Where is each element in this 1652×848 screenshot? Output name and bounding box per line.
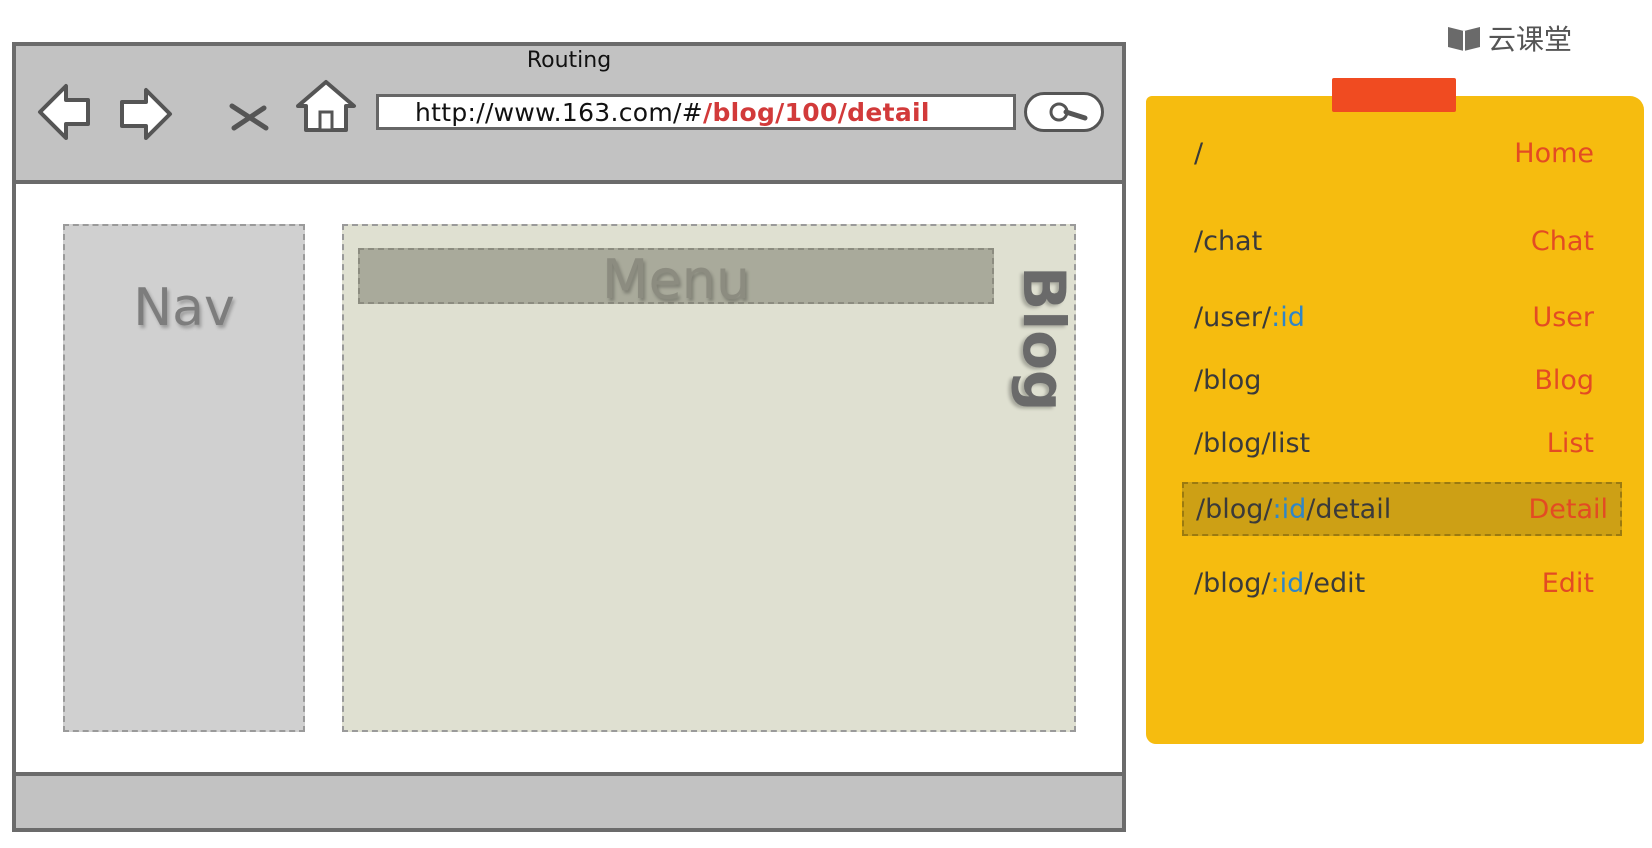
forward-arrow-icon[interactable] [118, 86, 174, 142]
brand-name: 云课堂 [1488, 23, 1573, 56]
url-path: /blog/100/detail [703, 97, 930, 127]
route-path: /blog/:id/detail [1196, 493, 1392, 525]
browser-toolbar: Routing http://www.163.com/#/blog/100/de… [16, 46, 1122, 184]
search-button[interactable] [1024, 92, 1104, 132]
route-path: /chat [1194, 226, 1263, 257]
address-bar[interactable]: http://www.163.com/#/blog/100/detail [376, 94, 1016, 130]
back-arrow-icon[interactable] [36, 82, 92, 142]
route-path: / [1194, 138, 1204, 169]
route-path: /blog [1194, 365, 1262, 396]
book-icon [1448, 27, 1480, 51]
browser-title: Routing [526, 48, 612, 73]
nav-label: Nav [133, 278, 235, 338]
route-param: :id [1270, 568, 1305, 599]
route-row[interactable]: /user/:id User [1194, 302, 1594, 333]
route-row-selected[interactable]: /blog/:id/detail Detail [1182, 482, 1622, 536]
menu-label: Menu [601, 248, 751, 311]
route-path: /blog/list [1194, 428, 1311, 459]
home-icon[interactable] [294, 78, 358, 134]
search-icon [1049, 102, 1088, 122]
route-name: Home [1514, 138, 1594, 169]
route-row[interactable]: /chat Chat [1194, 226, 1594, 257]
route-name: User [1532, 302, 1594, 333]
browser-window: Routing http://www.163.com/#/blog/100/de… [12, 42, 1126, 832]
blog-panel: Menu Blog [342, 224, 1078, 732]
route-name: Chat [1530, 226, 1594, 257]
stop-x-icon[interactable] [228, 100, 270, 134]
route-name: Detail [1528, 493, 1608, 525]
route-row[interactable]: /blog/:id/edit Edit [1194, 568, 1594, 599]
browser-content: Nav Menu Blog [16, 184, 1122, 746]
url-base: http://www.163.com/# [415, 97, 704, 127]
menu-bar: Menu [358, 248, 994, 311]
route-path: /blog/:id/edit [1194, 568, 1366, 599]
route-param: :id [1272, 493, 1307, 525]
route-param: :id [1271, 302, 1305, 333]
nav-panel: Nav [63, 224, 305, 732]
brand-logo: 云课堂 [1446, 18, 1572, 58]
route-name: Blog [1534, 365, 1594, 396]
route-path: /user/:id [1194, 302, 1305, 333]
status-bar [16, 772, 1122, 828]
route-name: List [1546, 428, 1594, 459]
tape-strip [1332, 78, 1456, 112]
route-name: Edit [1541, 568, 1594, 599]
routing-table-note: / Home /chat Chat /user/:id User /blog B… [1146, 96, 1644, 744]
blog-label: Blog [1010, 266, 1078, 412]
route-row[interactable]: / Home [1194, 138, 1594, 169]
route-row[interactable]: /blog Blog [1194, 365, 1594, 396]
route-row[interactable]: /blog/list List [1194, 428, 1594, 459]
